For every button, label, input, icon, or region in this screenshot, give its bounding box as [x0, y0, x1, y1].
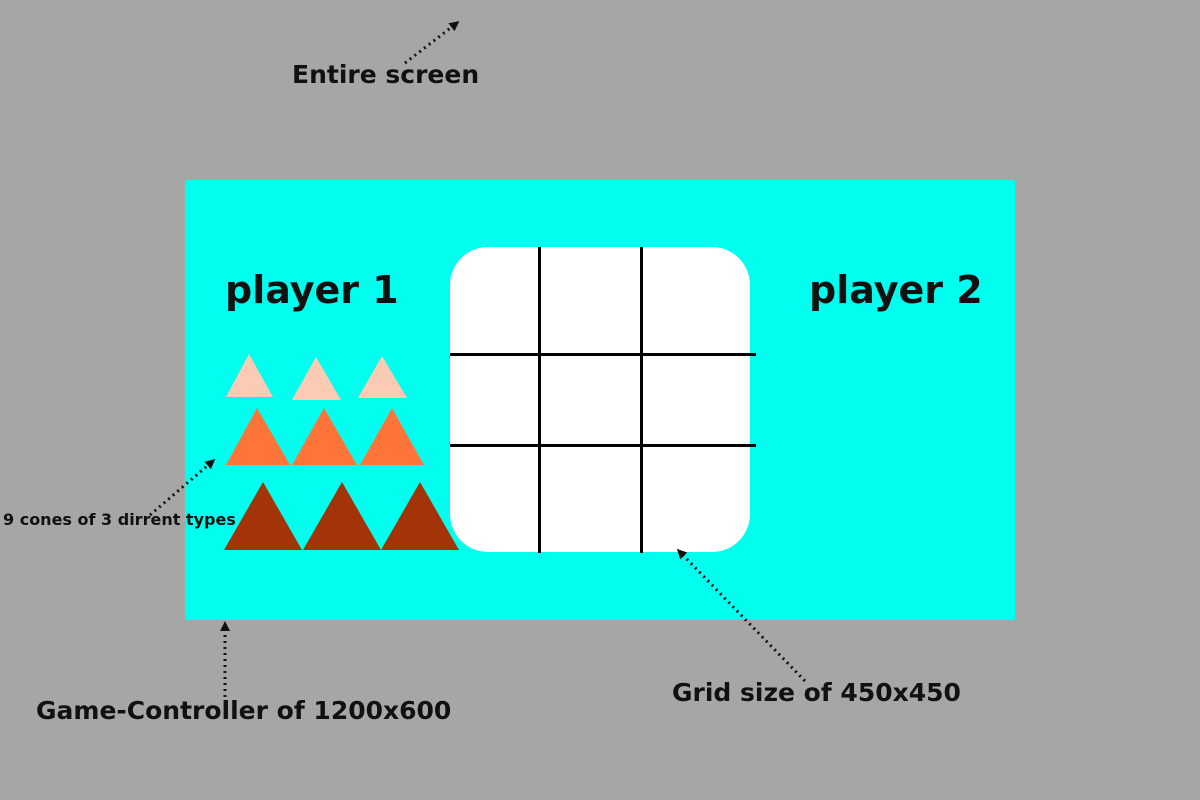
grid-vertical-line — [640, 247, 643, 553]
player-1-label: player 1 — [225, 268, 399, 312]
grid-horizontal-line — [450, 353, 756, 356]
cones-label: 9 cones of 3 dirrent types — [3, 510, 236, 529]
dotted-arrow-icon — [404, 21, 460, 65]
grid-horizontal-line — [450, 444, 756, 447]
grid-vertical-line — [538, 247, 541, 553]
grid-size-label: Grid size of 450x450 — [672, 678, 961, 707]
game-grid[interactable] — [450, 247, 750, 552]
player-2-label: player 2 — [809, 268, 983, 312]
game-controller-label: Game-Controller of 1200x600 — [36, 696, 452, 725]
entire-screen-label: Entire screen — [292, 60, 480, 89]
